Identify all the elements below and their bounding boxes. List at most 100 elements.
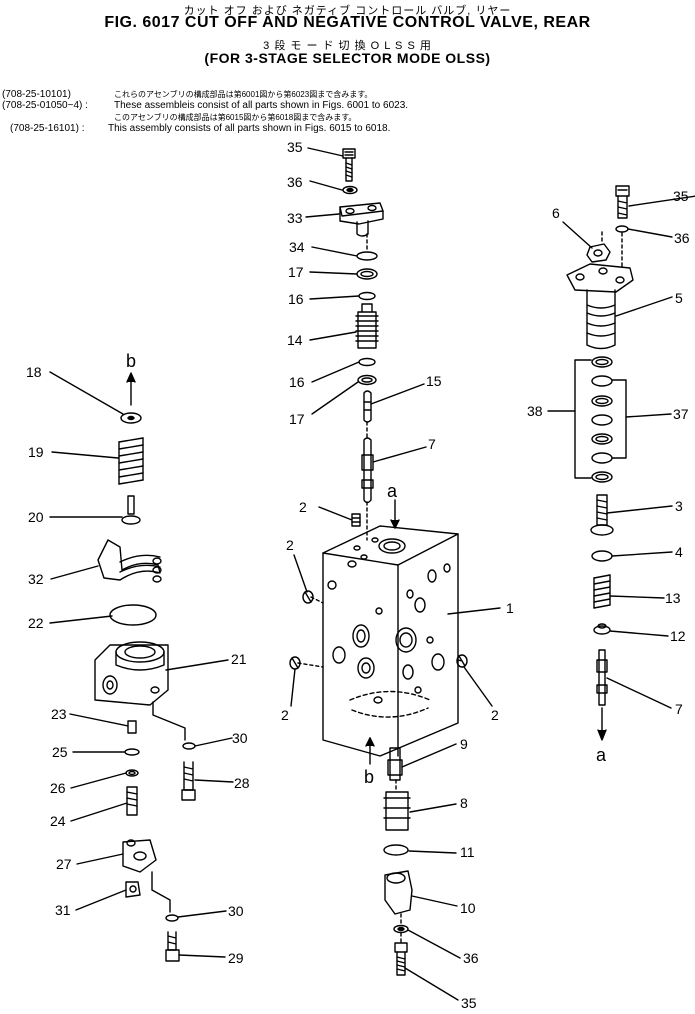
washer-36-top <box>342 185 358 195</box>
callout-13: 13 <box>665 590 681 606</box>
screw-24 <box>126 786 138 816</box>
note-line-3: このアセンブリの構成部品は第6015図から第6018図まで含みます。 <box>2 112 356 123</box>
callout-26: 26 <box>50 780 66 796</box>
flange-27 <box>122 839 157 873</box>
title-japanese: カット オフ および ネガティブ コントロール バルブ, リヤー <box>183 5 512 17</box>
flow-arrow-b-left <box>126 372 136 406</box>
valve-body-1 <box>322 525 459 757</box>
note-text: These assembleis consist of all parts sh… <box>114 100 409 111</box>
note-code: (708-25-01050~4) : <box>2 100 88 111</box>
flow-arrow-a-right <box>597 707 607 741</box>
callout-30-bottom: 30 <box>228 903 244 919</box>
o-ring-34 <box>356 251 378 261</box>
pin-15 <box>363 390 372 423</box>
callout-11: 11 <box>460 844 475 860</box>
bolt-29 <box>165 931 180 962</box>
plug-23 <box>127 720 137 734</box>
spool-7-right <box>596 649 608 706</box>
callout-19: 19 <box>28 444 44 460</box>
plug-3 <box>590 494 614 536</box>
flange-33 <box>339 202 384 237</box>
note-text: これらのアセンブリの構成部品は第6001図から第6023図まで含みます。 <box>114 90 373 99</box>
o-ring-16-bottom <box>358 357 376 367</box>
sleeve-8 <box>383 791 411 831</box>
callout-33: 33 <box>287 210 303 226</box>
flow-label-b-center: b <box>364 767 374 787</box>
callout-5: 5 <box>675 290 683 306</box>
callout-6: 6 <box>552 205 560 221</box>
note-code: (708-25-10101) <box>2 89 71 100</box>
callout-18: 18 <box>26 364 42 380</box>
callout-38: 38 <box>527 403 543 419</box>
flow-arrow-b-center <box>365 737 375 765</box>
callout-20: 20 <box>28 509 44 525</box>
callout-36-right: 36 <box>674 230 690 246</box>
cage-32 <box>97 539 162 583</box>
nut-6 <box>586 243 611 263</box>
callout-2-top: 2 <box>299 499 307 515</box>
note-line-4: (708-25-16101) : This assembly consists o… <box>10 123 390 134</box>
callout-12: 12 <box>670 628 686 644</box>
callout-35-bottom: 35 <box>461 995 477 1011</box>
washer-30-bottom <box>165 914 179 922</box>
callout-14: 14 <box>287 332 303 348</box>
note-line-2: (708-25-01050~4) : These assembleis consi… <box>2 100 408 111</box>
callout-31: 31 <box>55 902 71 918</box>
spring-19 <box>118 437 144 485</box>
bolt-35-right <box>615 185 630 219</box>
callout-35-top: 35 <box>287 139 303 155</box>
o-ring-25 <box>124 748 140 756</box>
callout-28: 28 <box>234 775 250 791</box>
note-code: (708-25-16101) : <box>10 123 85 134</box>
poppet-20 <box>121 495 141 525</box>
plug-2-top <box>351 513 361 527</box>
callout-7-center: 7 <box>428 436 436 452</box>
callout-32: 32 <box>28 571 44 587</box>
callout-16-top: 16 <box>288 291 304 307</box>
callout-17-top: 17 <box>288 264 304 280</box>
callout-25: 25 <box>52 744 68 760</box>
bolt-35-bottom <box>394 942 408 976</box>
figure-title: FIG. 6017 CUT OFF AND NEGATIVE CONTROL V… <box>104 14 591 31</box>
cover-5 <box>566 263 634 350</box>
o-ring-16-top <box>358 291 376 301</box>
o-ring-11 <box>383 844 409 856</box>
cap-10 <box>384 870 413 915</box>
note-text: このアセンブリの構成部品は第6015図から第6018図まで含みます。 <box>114 113 357 122</box>
note-text: This assembly consists of all parts show… <box>108 123 391 134</box>
callout-37: 37 <box>673 406 689 422</box>
callout-22: 22 <box>28 615 44 631</box>
backup-ring-17-top <box>356 268 378 280</box>
plug-2-left <box>302 590 314 604</box>
ring-set-37-38 <box>574 356 627 483</box>
callout-29: 29 <box>228 950 244 966</box>
callout-8: 8 <box>460 795 468 811</box>
callout-35-right: 35 <box>673 188 689 204</box>
washer-36-right <box>615 225 629 233</box>
washer-30-top <box>182 742 196 750</box>
callout-10: 10 <box>460 900 476 916</box>
callout-1: 1 <box>506 600 514 616</box>
callout-2-bottomleft: 2 <box>281 707 289 723</box>
plug-2-right <box>456 654 468 668</box>
o-ring-22 <box>109 604 157 626</box>
callout-2-left: 2 <box>286 537 294 553</box>
bolt-28 <box>181 761 196 801</box>
seat-12 <box>593 623 611 635</box>
leader-lines-right <box>547 195 695 709</box>
note-line-1: (708-25-10101) これらのアセンブリの構成部品は第6001図から第60… <box>2 89 372 100</box>
nut-31 <box>125 881 141 898</box>
spool-14 <box>355 303 379 349</box>
bolt-35-top <box>342 148 356 182</box>
leader-lines-center <box>290 147 501 1001</box>
callout-24: 24 <box>50 813 66 829</box>
flow-label-a-right: a <box>596 745 607 765</box>
spool-7-center <box>361 437 374 504</box>
subtitle-japanese: 3 段 モ ー ド 切 換 O L S S 用 <box>263 40 432 52</box>
callout-17-bottom: 17 <box>289 411 305 427</box>
figure-subtitle: (FOR 3-STAGE SELECTOR MODE OLSS) <box>204 50 491 66</box>
callout-4: 4 <box>675 544 683 560</box>
callout-30-top: 30 <box>232 730 248 746</box>
o-ring-4 <box>591 550 613 562</box>
